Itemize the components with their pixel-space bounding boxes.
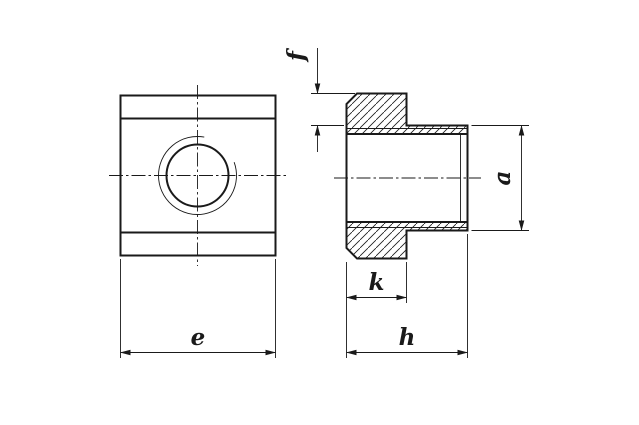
hatch-area-top: [346, 93, 468, 134]
dimension-label-h: h: [399, 324, 416, 351]
dimension-e: e: [120, 259, 276, 358]
section-view: [334, 92, 481, 260]
dimension-label-e: e: [191, 324, 206, 351]
dimension-a: a: [471, 125, 529, 231]
dimension-h: h: [346, 234, 468, 358]
thread-major-arc: [158, 136, 237, 215]
front-view: [109, 85, 286, 266]
dimension-label-a: a: [489, 171, 516, 186]
hatch-area-bottom: [346, 222, 468, 259]
dimension-label-k: k: [369, 269, 385, 296]
dimension-label-f: f: [283, 47, 310, 63]
dimension-f: f: [283, 47, 355, 152]
section-outline: [345, 92, 469, 260]
dimension-k: k: [346, 262, 407, 303]
